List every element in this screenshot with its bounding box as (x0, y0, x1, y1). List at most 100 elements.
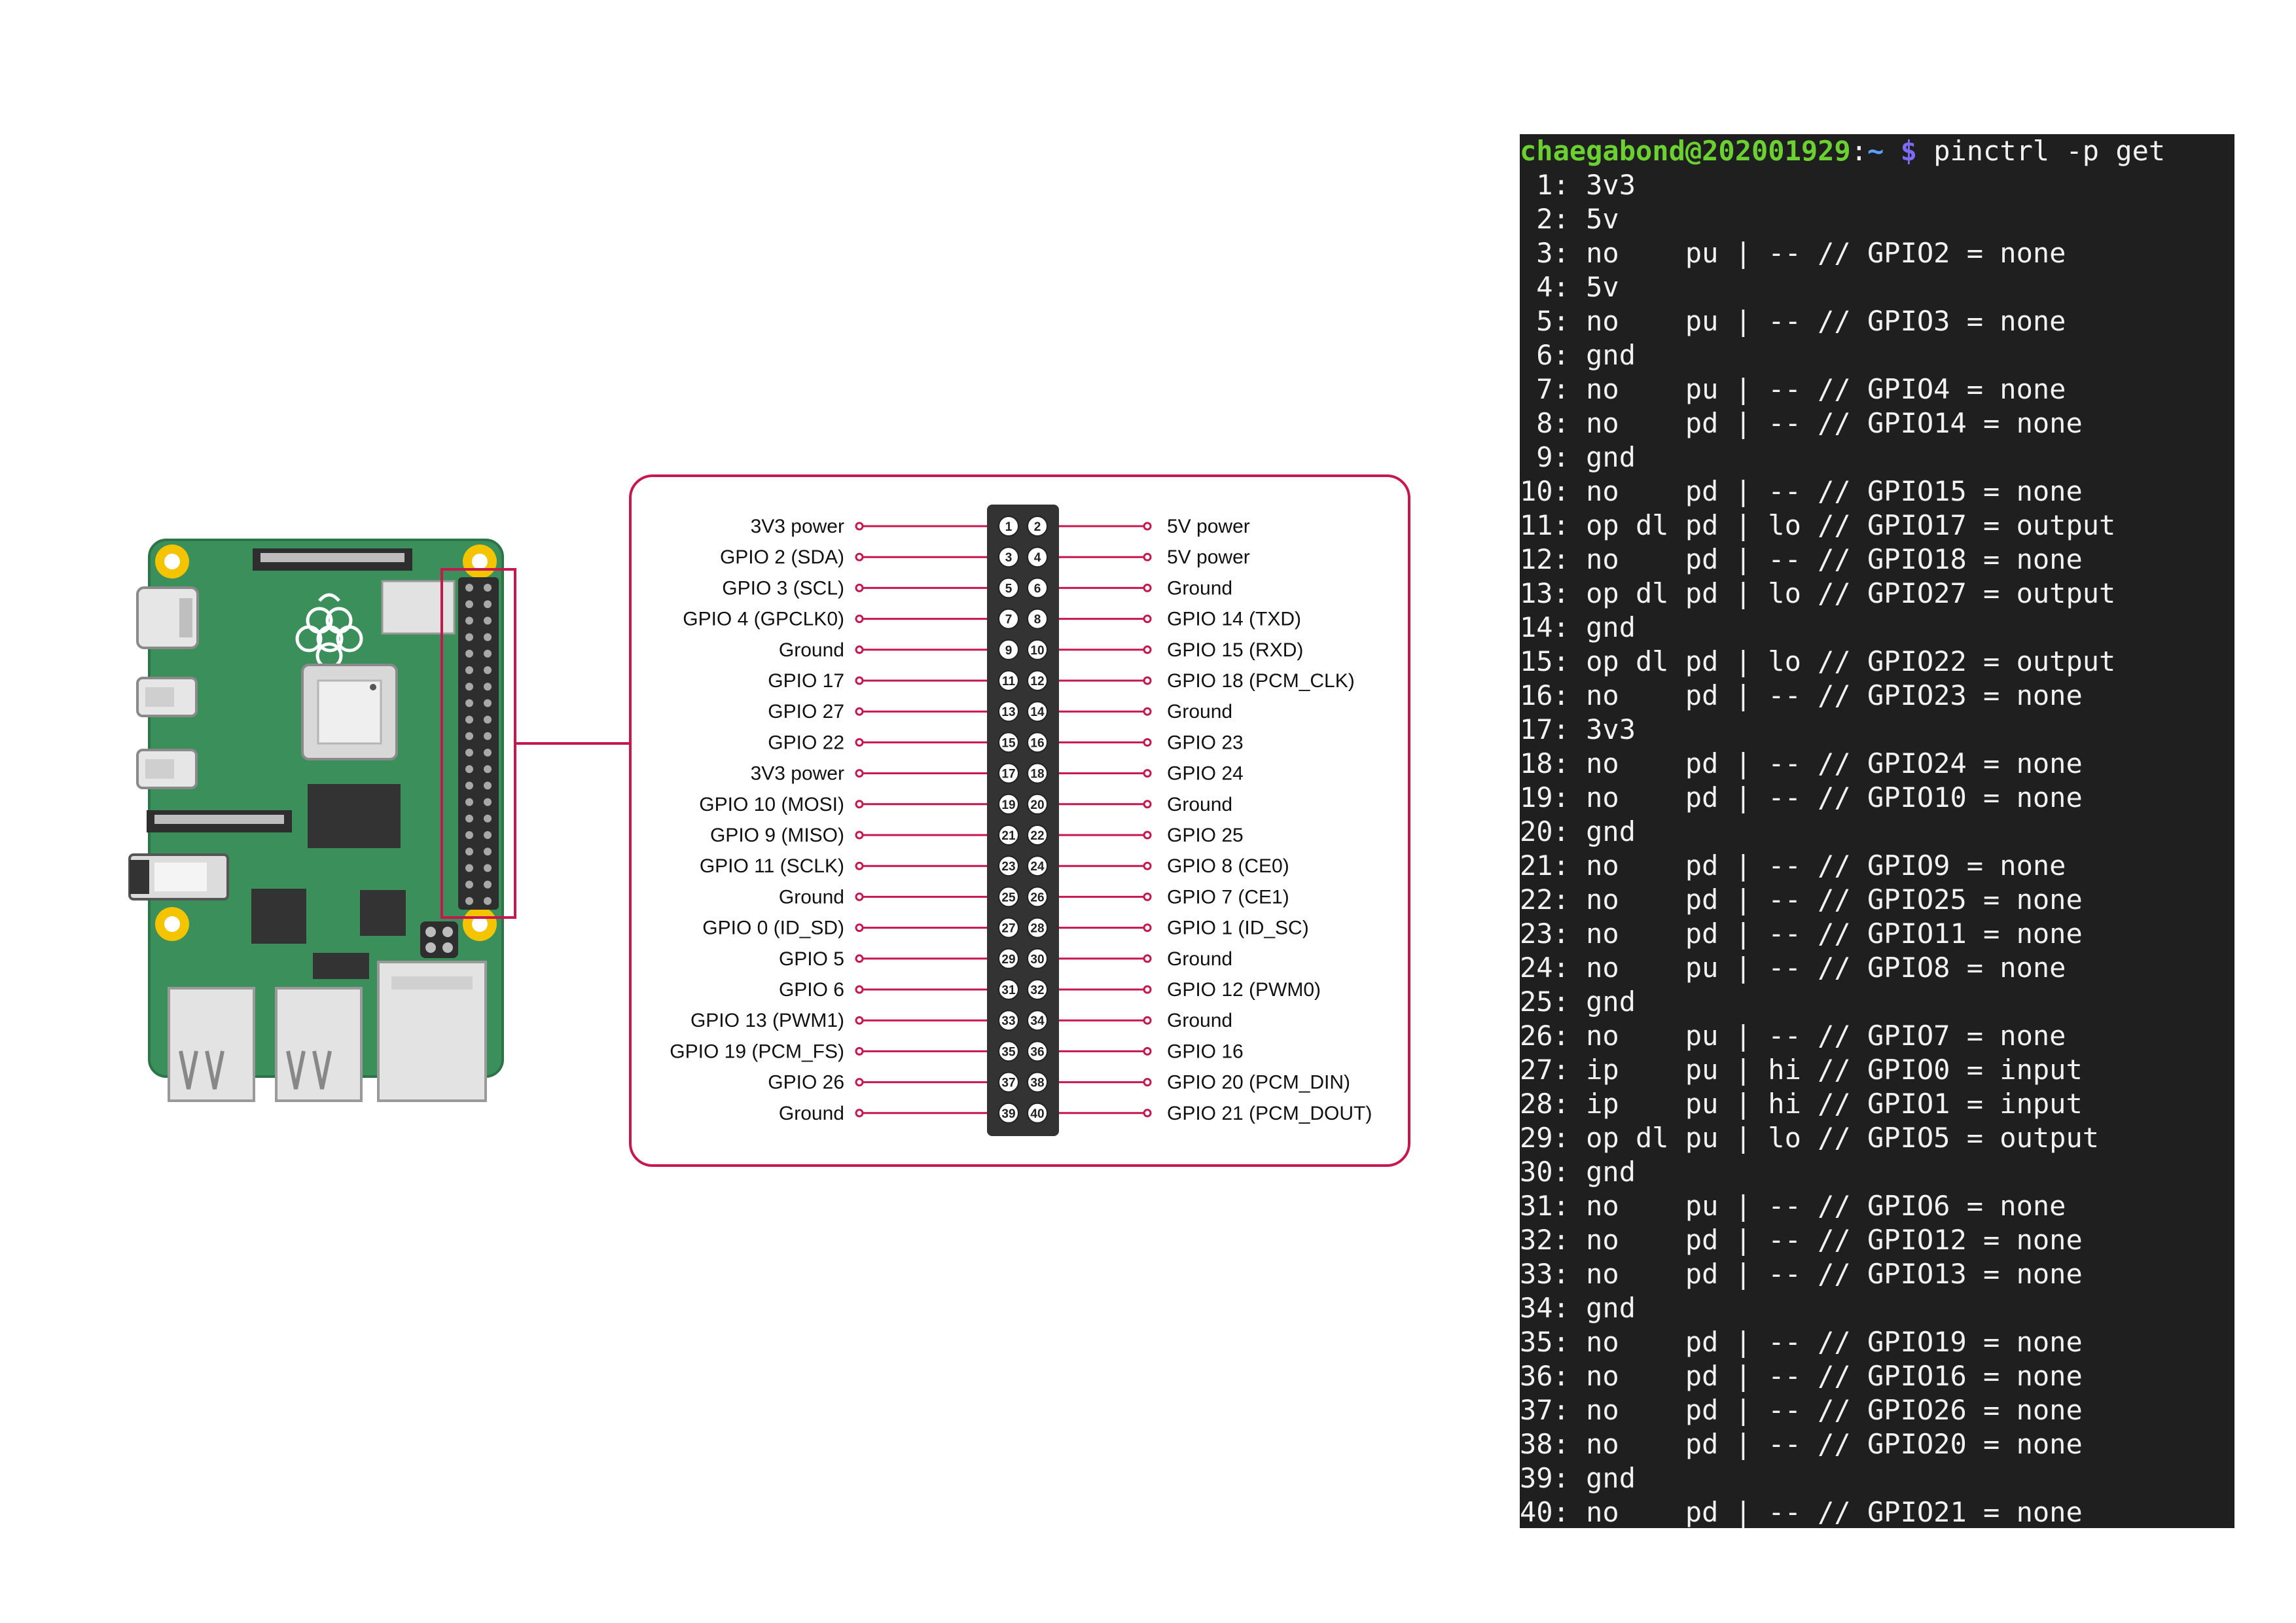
pin-circle-left (998, 577, 1019, 599)
board-gpio-pin (465, 666, 473, 674)
pin-number-right: 26 (1030, 891, 1044, 904)
terminal-output-line: 11: op dl pd | lo // GPIO17 = output (1520, 509, 2116, 541)
prompt-user: chaegabond@202001929 (1520, 135, 1851, 167)
terminal-output-line: 37: no pd | -- // GPIO26 = none (1520, 1394, 2083, 1426)
terminal-output-line: 23: no pd | -- // GPIO11 = none (1520, 918, 2083, 950)
pin-endpoint-left (855, 615, 864, 624)
pin-number-right: 6 (1034, 582, 1041, 596)
pin-label-left: GPIO 26 (768, 1072, 844, 1094)
terminal-output-line: 27: ip pu | hi // GPIO0 = input (1520, 1054, 2083, 1086)
usb-port-1 (275, 987, 363, 1102)
board-gpio-pin (484, 715, 492, 724)
poe-header (420, 921, 458, 958)
board-gpio-pin (484, 831, 492, 839)
pin-circle-left (998, 546, 1019, 568)
pin-label-left: GPIO 4 (GPCLK0) (683, 609, 844, 630)
terminal-output-line: 26: no pu | -- // GPIO7 = none (1520, 1020, 2066, 1052)
pin-label-right: Ground (1167, 794, 1232, 815)
pin-label-right: Ground (1167, 701, 1232, 722)
terminal-output-line: 33: no pd | -- // GPIO13 = none (1520, 1258, 2083, 1290)
pin-endpoint-left (855, 923, 864, 933)
raspberry-pi-board-illustration (128, 539, 631, 1102)
pin-number-right: 32 (1030, 984, 1044, 997)
pin-label-left: GPIO 11 (SCLK) (700, 855, 844, 877)
terminal-output-line: 3: no pu | -- // GPIO2 = none (1520, 237, 2066, 269)
ram-chip (308, 784, 401, 848)
pin-endpoint-left (855, 954, 864, 963)
pin-endpoint-right (1143, 954, 1152, 963)
terminal-window[interactable]: chaegabond@202001929:~ $ pinctrl -p get … (1520, 134, 2234, 1528)
pin-endpoint-right (1143, 861, 1152, 870)
pin-number-right: 16 (1030, 736, 1044, 750)
pin-label-right: Ground (1167, 577, 1232, 599)
pin-circle-right (1027, 1102, 1048, 1124)
pin-circle-right (1027, 639, 1048, 660)
pin-number-right: 8 (1034, 613, 1041, 627)
pin-number-right: 22 (1030, 829, 1044, 843)
pin-number-left: 1 (1005, 520, 1013, 534)
pin-circle-left (998, 948, 1019, 969)
terminal-command: pinctrl -p get (1933, 135, 2166, 167)
terminal-output-line: 17: 3v3 (1520, 713, 1636, 745)
terminal-output-line: 10: no pd | -- // GPIO15 = none (1520, 475, 2083, 507)
pin-number-left: 5 (1005, 582, 1013, 596)
pin-number-left: 11 (1002, 675, 1016, 688)
pin-number-left: 33 (1001, 1014, 1015, 1028)
pin-endpoint-right (1143, 645, 1152, 654)
pin-circle-right (1027, 546, 1048, 568)
terminal-output-line: 6: gnd (1520, 339, 1636, 371)
pin-circle-right (1027, 825, 1048, 846)
pin-circle-right (1027, 1071, 1048, 1093)
pin-endpoint-left (855, 1109, 864, 1118)
board-gpio-pin (465, 649, 473, 658)
pin-label-left: 3V3 power (751, 763, 844, 785)
terminal-output-line: 18: no pd | -- // GPIO24 = none (1520, 747, 2083, 779)
pin-label-right: 5V power (1167, 546, 1250, 568)
soc-chip (301, 664, 398, 760)
pin-endpoint-left (855, 892, 864, 901)
pin-endpoint-left (855, 769, 864, 778)
pin-number-right: 10 (1030, 644, 1044, 658)
pin-number-right: 38 (1030, 1077, 1044, 1090)
board-gpio-pin (484, 864, 492, 872)
pin-label-right: GPIO 15 (RXD) (1167, 639, 1303, 661)
pin-endpoint-left (855, 1046, 864, 1056)
pin-circle-right (1027, 608, 1048, 630)
board-gpio-pin (484, 847, 492, 856)
pin-endpoint-right (1143, 923, 1152, 933)
pin-label-left: GPIO 5 (779, 948, 844, 970)
audio-jack (128, 853, 229, 901)
pin-label-right: GPIO 8 (CE0) (1167, 855, 1289, 877)
pin-endpoint-right (1143, 1109, 1152, 1118)
board-gpio-pin (484, 616, 492, 625)
prompt-separator: : (1850, 135, 1868, 167)
terminal-output-line: 7: no pu | -- // GPIO4 = none (1520, 373, 2066, 405)
board-gpio-pin (465, 699, 473, 707)
pin-label-right: GPIO 7 (CE1) (1167, 886, 1289, 908)
pin-label-right: GPIO 1 (ID_SC) (1167, 918, 1309, 939)
board-gpio-pin (465, 633, 473, 641)
pin-circle-left (998, 732, 1019, 753)
pin-circle-left (998, 1041, 1019, 1062)
board-gpio-pin (465, 616, 473, 625)
pin-circle-right (1027, 886, 1048, 908)
pin-circle-right (1027, 1010, 1048, 1031)
pin-number-left: 7 (1005, 613, 1013, 627)
board-gpio-pin (484, 798, 492, 806)
camera-connector (147, 810, 292, 832)
terminal-prompt-line: chaegabond@202001929:~ $ pinctrl -p get (1520, 134, 2165, 168)
pinout-frame (629, 474, 1410, 1167)
terminal-output-line: 19: no pd | -- // GPIO10 = none (1520, 781, 2083, 813)
terminal-output-line: 13: op dl pd | lo // GPIO27 = output (1520, 577, 2116, 609)
pin-circle-left (998, 762, 1019, 784)
pin-endpoint-right (1143, 769, 1152, 778)
pin-label-left: Ground (779, 639, 844, 661)
pin-label-left: GPIO 10 (MOSI) (699, 794, 844, 815)
pin-label-left: GPIO 13 (PWM1) (691, 1010, 844, 1031)
pin-endpoint-left (855, 1078, 864, 1087)
